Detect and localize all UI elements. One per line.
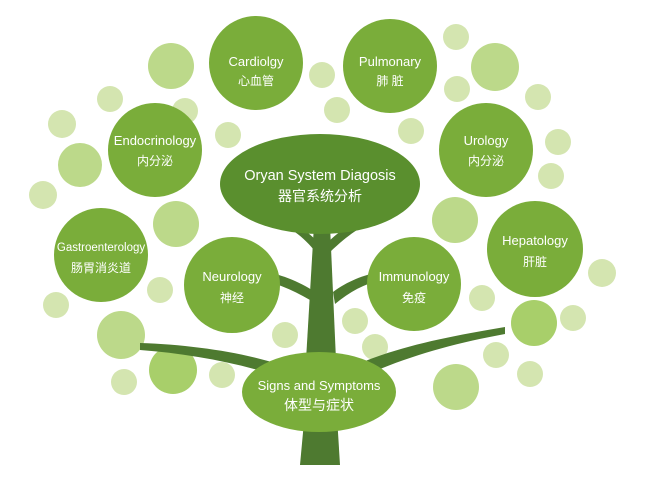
bubble — [153, 201, 199, 247]
bubble — [443, 24, 469, 50]
bubble — [538, 163, 564, 189]
center-node: Oryan System Diagosis 器官系统分析 — [220, 134, 420, 234]
root-title-zh: 体型与症状 — [284, 397, 354, 413]
node-urology: Urology 内分泌 — [439, 103, 533, 197]
bubble — [48, 110, 76, 138]
trunk-upper — [306, 225, 336, 360]
bubble — [58, 143, 102, 187]
node-circle — [343, 19, 437, 113]
bubble — [511, 300, 557, 346]
node-immunology: Immunology 免疫 — [367, 237, 461, 331]
bubble — [147, 277, 173, 303]
immunology-label-zh: 免疫 — [402, 290, 426, 305]
cardiology-label-zh: 心血管 — [238, 73, 274, 88]
root-node: Signs and Symptoms 体型与症状 — [242, 352, 396, 432]
bubble — [148, 43, 194, 89]
node-circle — [439, 103, 533, 197]
bubble — [149, 346, 197, 394]
immunology-label: Immunology — [379, 269, 450, 284]
node-pulmonary: Pulmonary 肺 脏 — [343, 19, 437, 113]
bubble — [272, 322, 298, 348]
urology-label: Urology — [464, 133, 509, 148]
bubble — [525, 84, 551, 110]
bubble — [29, 181, 57, 209]
branch-right-low — [340, 327, 505, 386]
branch-left-low — [140, 343, 300, 384]
bubble — [433, 364, 479, 410]
bubble — [111, 369, 137, 395]
hepatology-label: Hepatology — [502, 233, 568, 248]
node-circle — [209, 16, 303, 110]
node-circle — [184, 237, 280, 333]
root-title: Signs and Symptoms — [258, 378, 381, 393]
bubble — [469, 285, 495, 311]
endocrinology-label-zh: 内分泌 — [137, 154, 173, 168]
node-hepatology: Hepatology 肝脏 — [487, 201, 583, 297]
gastroenterology-label: Gastroenterology — [57, 242, 145, 254]
bubble — [545, 129, 571, 155]
node-gastroenterology: Gastroenterology 肠胃消炎道 — [54, 208, 148, 302]
decorative-bubbles — [29, 24, 616, 410]
bubble — [324, 97, 350, 123]
bubble — [215, 122, 241, 148]
center-title: Oryan System Diagosis — [244, 168, 396, 184]
root-ellipse — [242, 352, 396, 432]
bubble — [483, 342, 509, 368]
bubble — [398, 118, 424, 144]
node-neurology: Neurology 神经 — [184, 237, 280, 333]
bubble — [432, 197, 478, 243]
pulmonary-label: Pulmonary — [359, 54, 422, 69]
bubble — [309, 62, 335, 88]
pulmonary-label-zh: 肺 脏 — [376, 73, 403, 88]
urology-label-zh: 内分泌 — [468, 154, 504, 168]
bubble — [97, 86, 123, 112]
node-cardiology: Cardiolgy 心血管 — [209, 16, 303, 110]
gastroenterology-label-zh: 肠胃消炎道 — [71, 261, 131, 275]
center-title-zh: 器官系统分析 — [278, 188, 362, 204]
bubble — [342, 308, 368, 334]
endocrinology-label: Endocrinology — [114, 133, 197, 148]
bubble — [209, 362, 235, 388]
bubble — [362, 334, 388, 360]
bubble — [43, 292, 69, 318]
neurology-label-zh: 神经 — [220, 291, 244, 305]
node-circle — [487, 201, 583, 297]
bubble — [471, 43, 519, 91]
neurology-label: Neurology — [202, 269, 262, 284]
bubble — [517, 361, 543, 387]
bubble — [444, 76, 470, 102]
center-ellipse — [220, 134, 420, 234]
node-circle — [108, 103, 202, 197]
bubble — [97, 311, 145, 359]
bubble — [588, 259, 616, 287]
hepatology-label-zh: 肝脏 — [523, 254, 547, 269]
node-circle — [54, 208, 148, 302]
node-circle — [367, 237, 461, 331]
cardiology-label: Cardiolgy — [229, 54, 284, 69]
node-endocrinology: Endocrinology 内分泌 — [108, 103, 202, 197]
bubble — [560, 305, 586, 331]
